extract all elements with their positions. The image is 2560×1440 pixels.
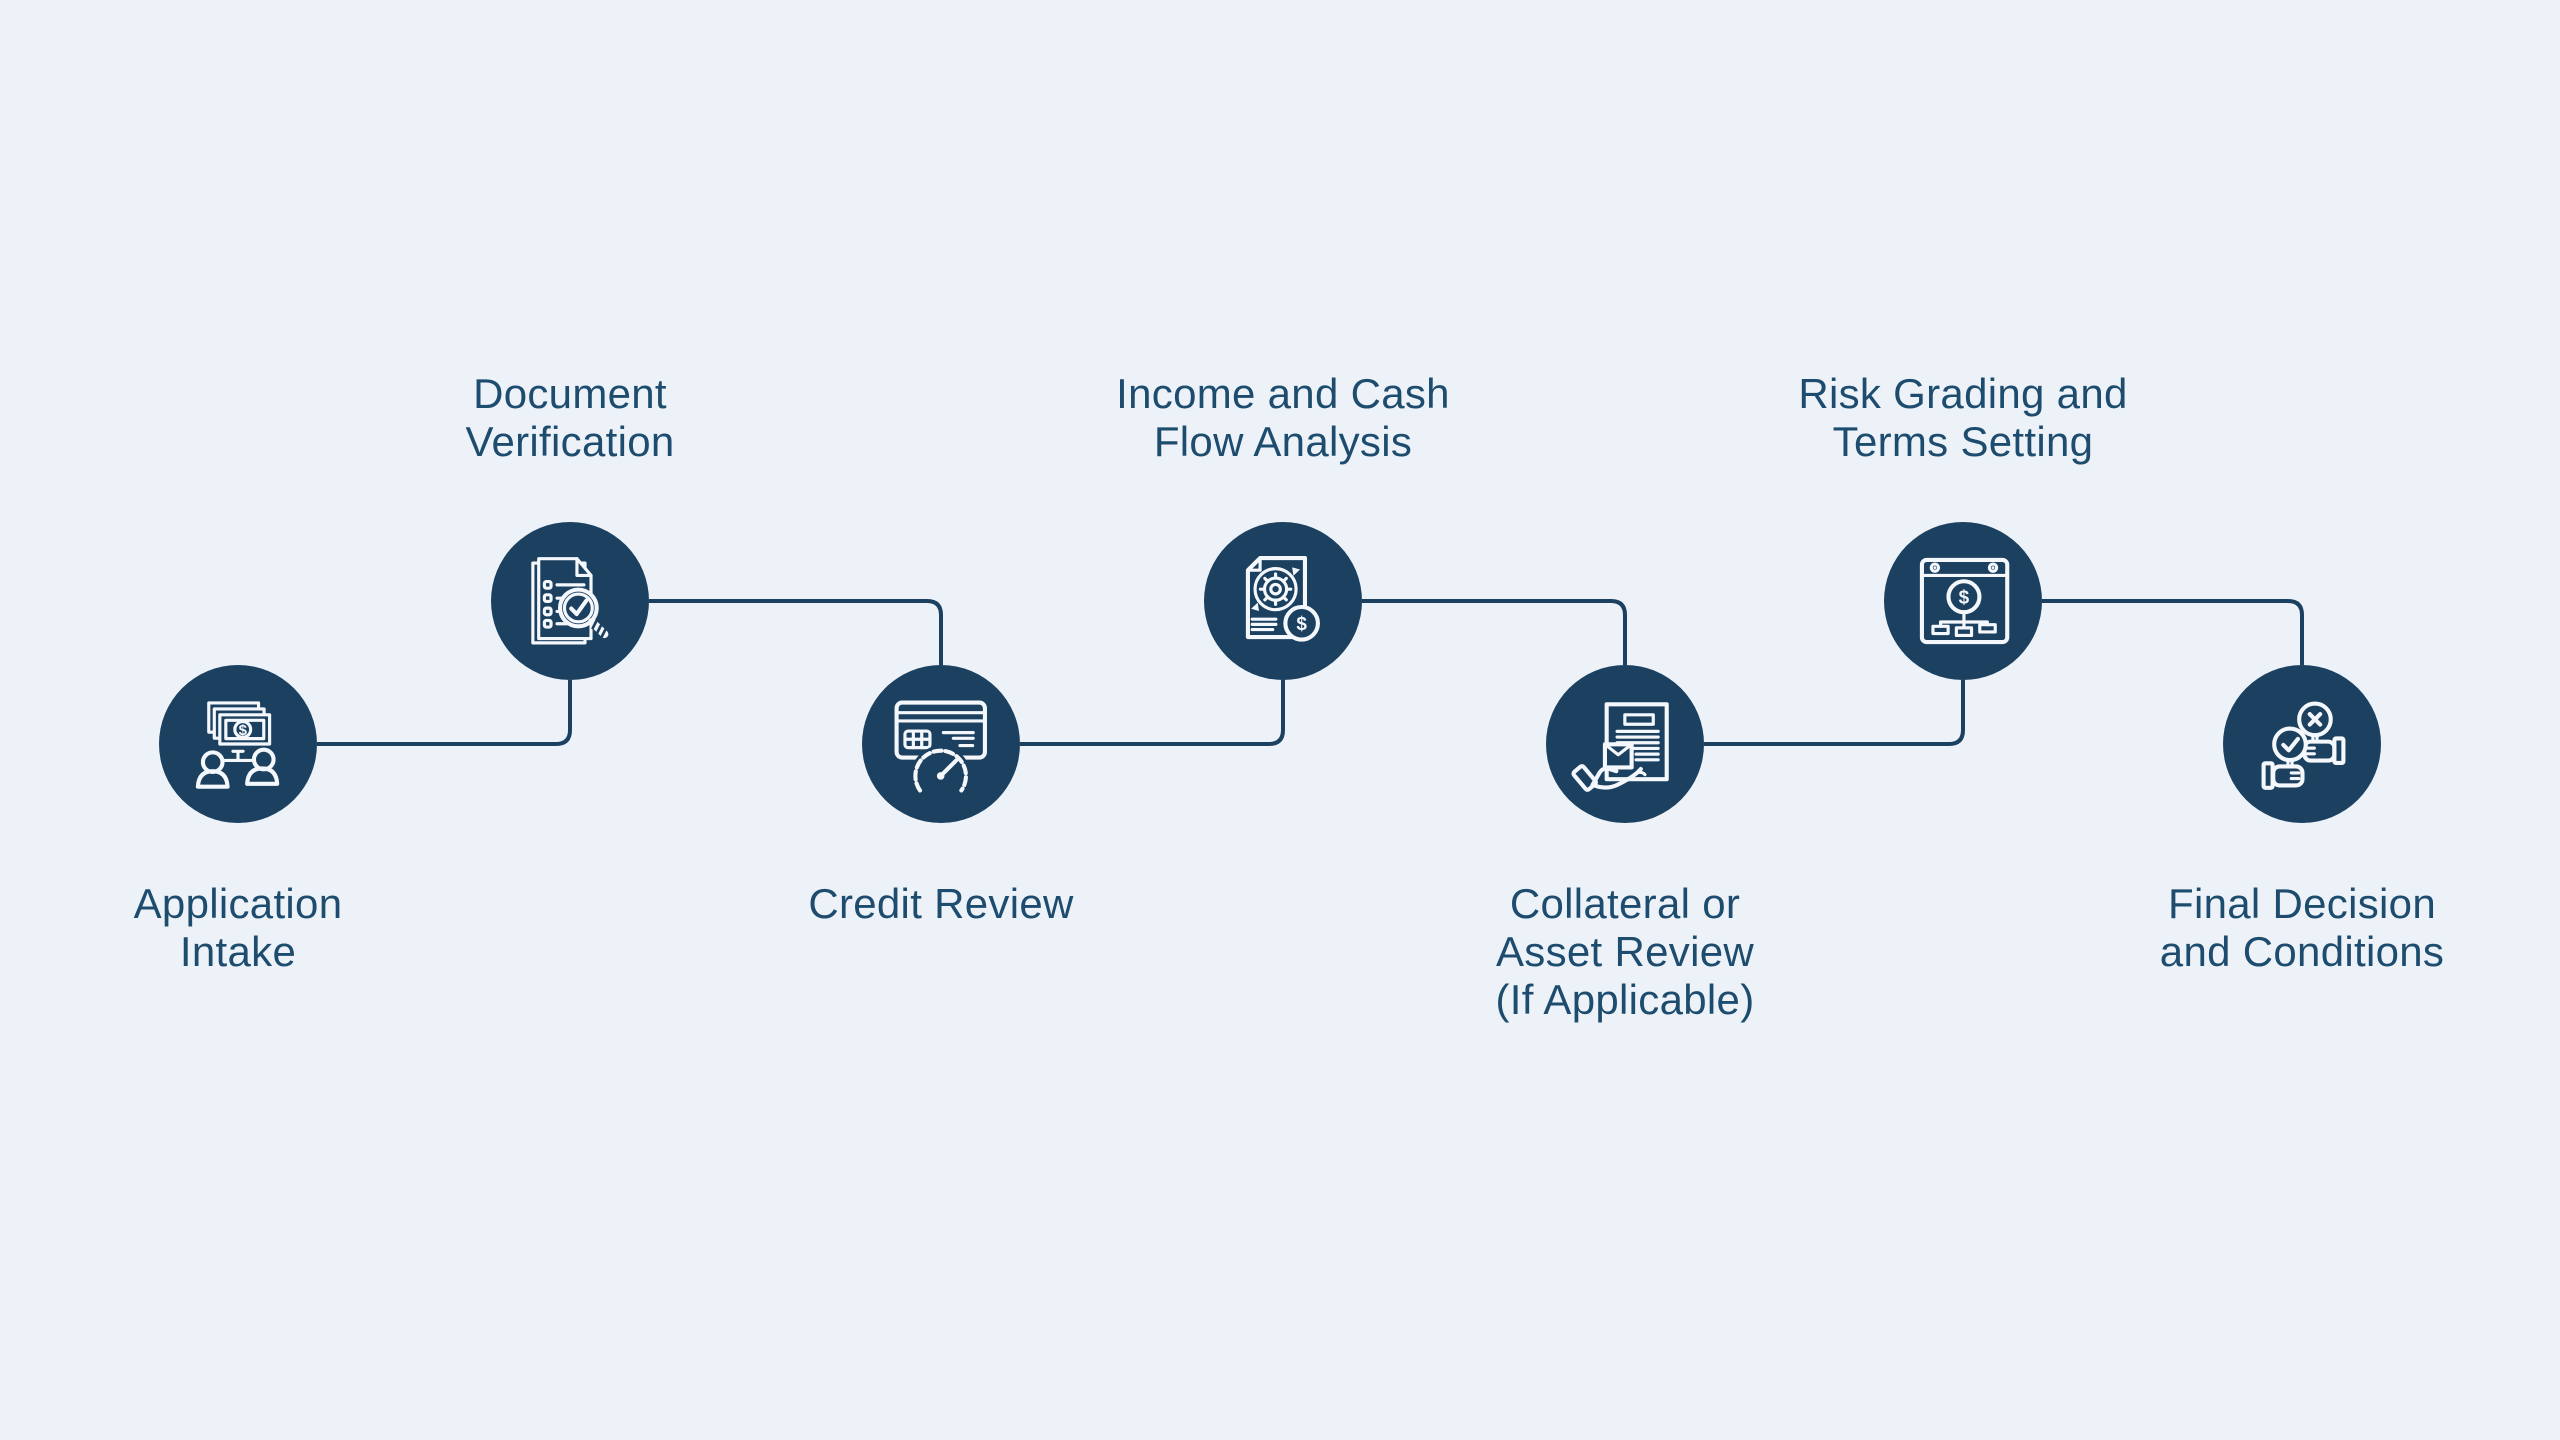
step-label-line: Flow Analysis [1153, 418, 1413, 465]
browser-dollar-hierarchy-icon: $ [1919, 557, 2010, 645]
step-label: Document Verification [260, 370, 880, 466]
step-label-line: Credit Review [808, 880, 1074, 927]
step-label-line: Asset Review [1495, 928, 1755, 975]
step-label: Credit Review [631, 880, 1251, 928]
connector-line [649, 599, 943, 665]
approve-reject-hands-icon [2261, 701, 2346, 790]
step-label-line: Income and Cash [1116, 370, 1450, 417]
step-node-document-verification [491, 522, 649, 680]
step-label: Collateral or Asset Review (If Applicabl… [1315, 880, 1935, 1024]
svg-text:$: $ [1296, 614, 1307, 635]
step-node-income-cash-flow: $ [1204, 522, 1362, 680]
connector-line [317, 680, 572, 746]
step-label: Application Intake [0, 880, 548, 976]
financial-statement-gear-dollar-icon: $ [1245, 555, 1320, 642]
step-label-line: (If Applicable) [1495, 976, 1755, 1023]
step-label-line: Verification [465, 418, 675, 465]
connector-line [1362, 599, 1627, 665]
step-node-application-intake: $ [159, 665, 317, 823]
step-label-line: Document [473, 370, 667, 417]
step-label-line: and Conditions [2159, 928, 2445, 975]
step-label-line: Application [133, 880, 343, 927]
credit-card-gauge-icon [894, 700, 987, 806]
step-label-line: Terms Setting [1832, 418, 2094, 465]
step-label-line: Final Decision [2168, 880, 2436, 927]
document-checklist-magnifier-icon [531, 557, 609, 645]
step-node-credit-review [862, 665, 1020, 823]
step-node-final-decision [2223, 665, 2381, 823]
step-label-line: Collateral or [1509, 880, 1741, 927]
step-label-line: Risk Grading and [1798, 370, 2128, 417]
svg-text:$: $ [239, 722, 248, 739]
connector-line [1704, 680, 1965, 746]
step-node-risk-grading: $ [1884, 522, 2042, 680]
hand-holding-box-document-icon [1571, 702, 1669, 792]
step-label: Risk Grading and Terms Setting [1653, 370, 2273, 466]
money-exchange-people-icon: $ [195, 701, 280, 789]
step-node-collateral-review [1546, 665, 1704, 823]
step-label-line: Intake [179, 928, 297, 975]
connector-line [1020, 680, 1285, 746]
svg-text:$: $ [1959, 588, 1970, 609]
step-label: Final Decision and Conditions [1992, 880, 2560, 976]
step-label: Income and Cash Flow Analysis [973, 370, 1593, 466]
connector-line [2042, 599, 2304, 665]
